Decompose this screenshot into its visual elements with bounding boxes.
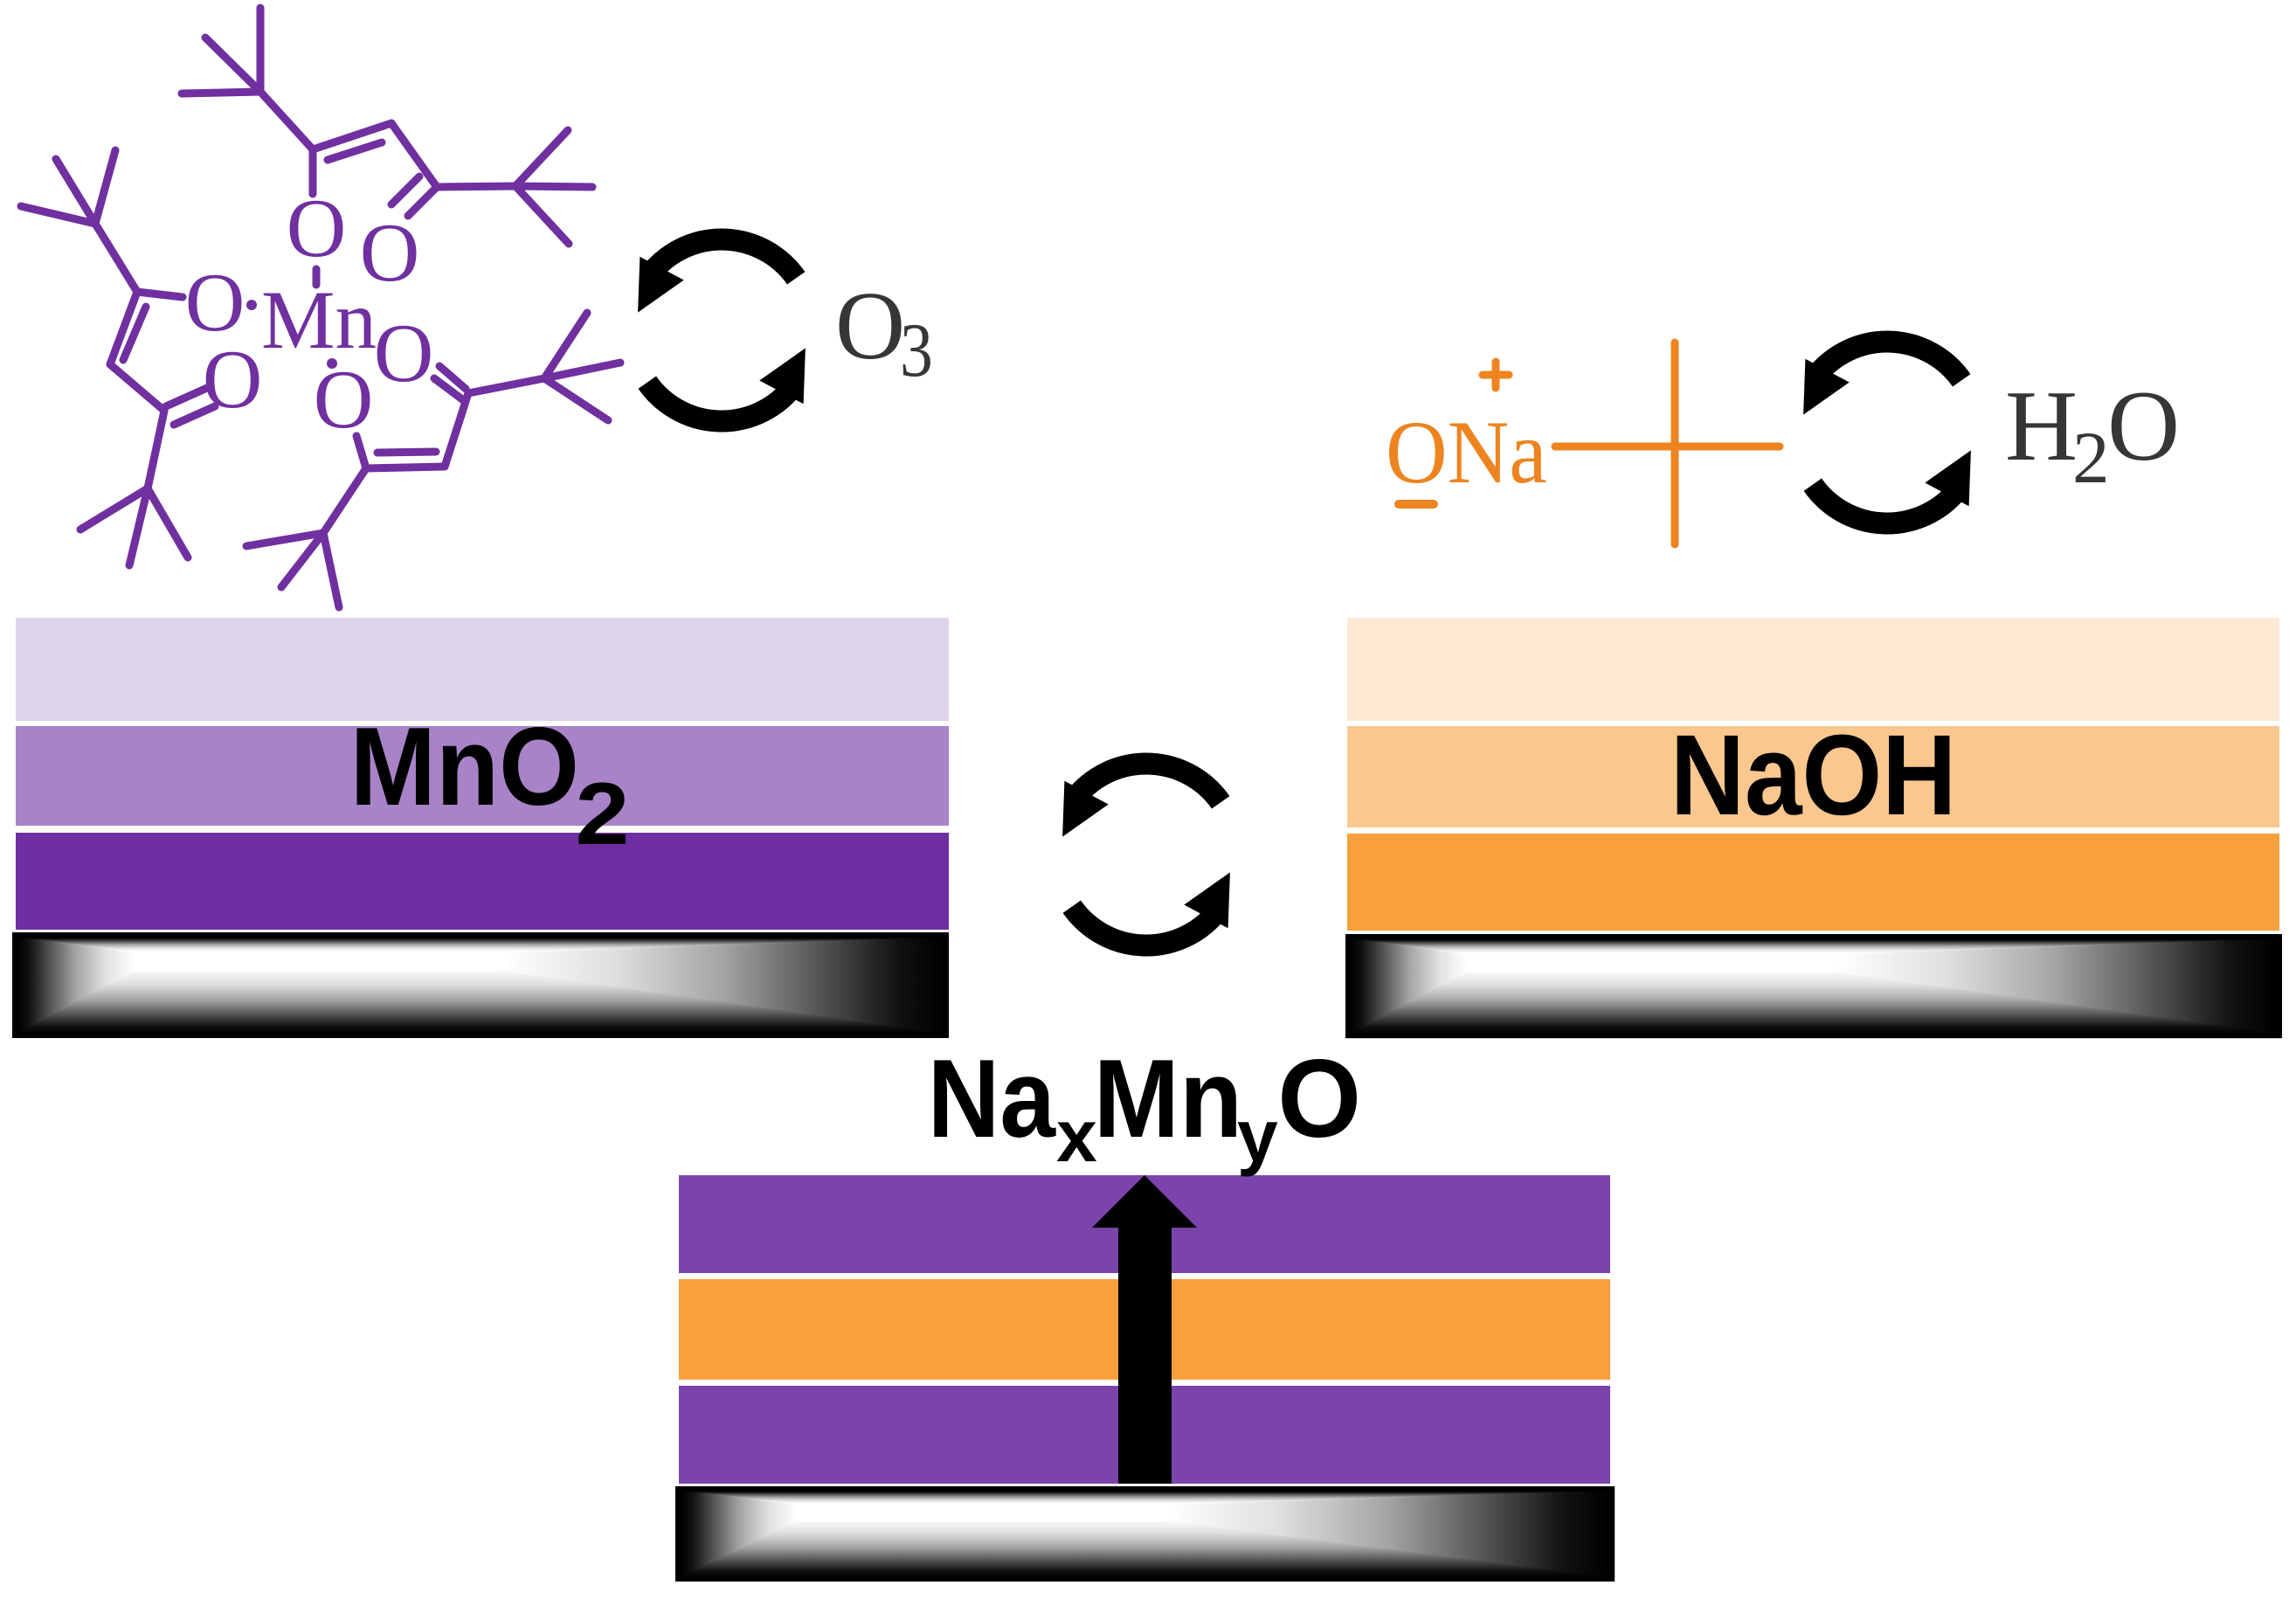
svg-text:3: 3 bbox=[900, 308, 933, 393]
svg-text:Mn: Mn bbox=[261, 273, 377, 366]
svg-text:NaOH: NaOH bbox=[1670, 711, 1957, 839]
svg-text:Na: Na bbox=[928, 1036, 1056, 1160]
svg-text:O: O bbox=[374, 307, 434, 399]
svg-text:ONa: ONa bbox=[1386, 402, 1547, 502]
svg-text:Mn: Mn bbox=[1094, 1036, 1243, 1160]
svg-text:O: O bbox=[360, 206, 420, 299]
svg-text:MnO: MnO bbox=[350, 704, 579, 828]
svg-text:x: x bbox=[1056, 1095, 1097, 1177]
svg-text:H: H bbox=[2005, 370, 2078, 481]
svg-text:O: O bbox=[314, 353, 374, 446]
svg-text:y: y bbox=[1237, 1095, 1278, 1177]
svg-text:O: O bbox=[287, 182, 347, 274]
svg-text:O: O bbox=[835, 273, 905, 380]
svg-text:O: O bbox=[2107, 370, 2180, 481]
svg-text:O: O bbox=[1277, 1036, 1361, 1160]
svg-text:O: O bbox=[185, 256, 246, 349]
svg-text:O: O bbox=[203, 333, 263, 426]
svg-text:2: 2 bbox=[576, 765, 630, 863]
svg-text:2: 2 bbox=[2072, 417, 2110, 499]
